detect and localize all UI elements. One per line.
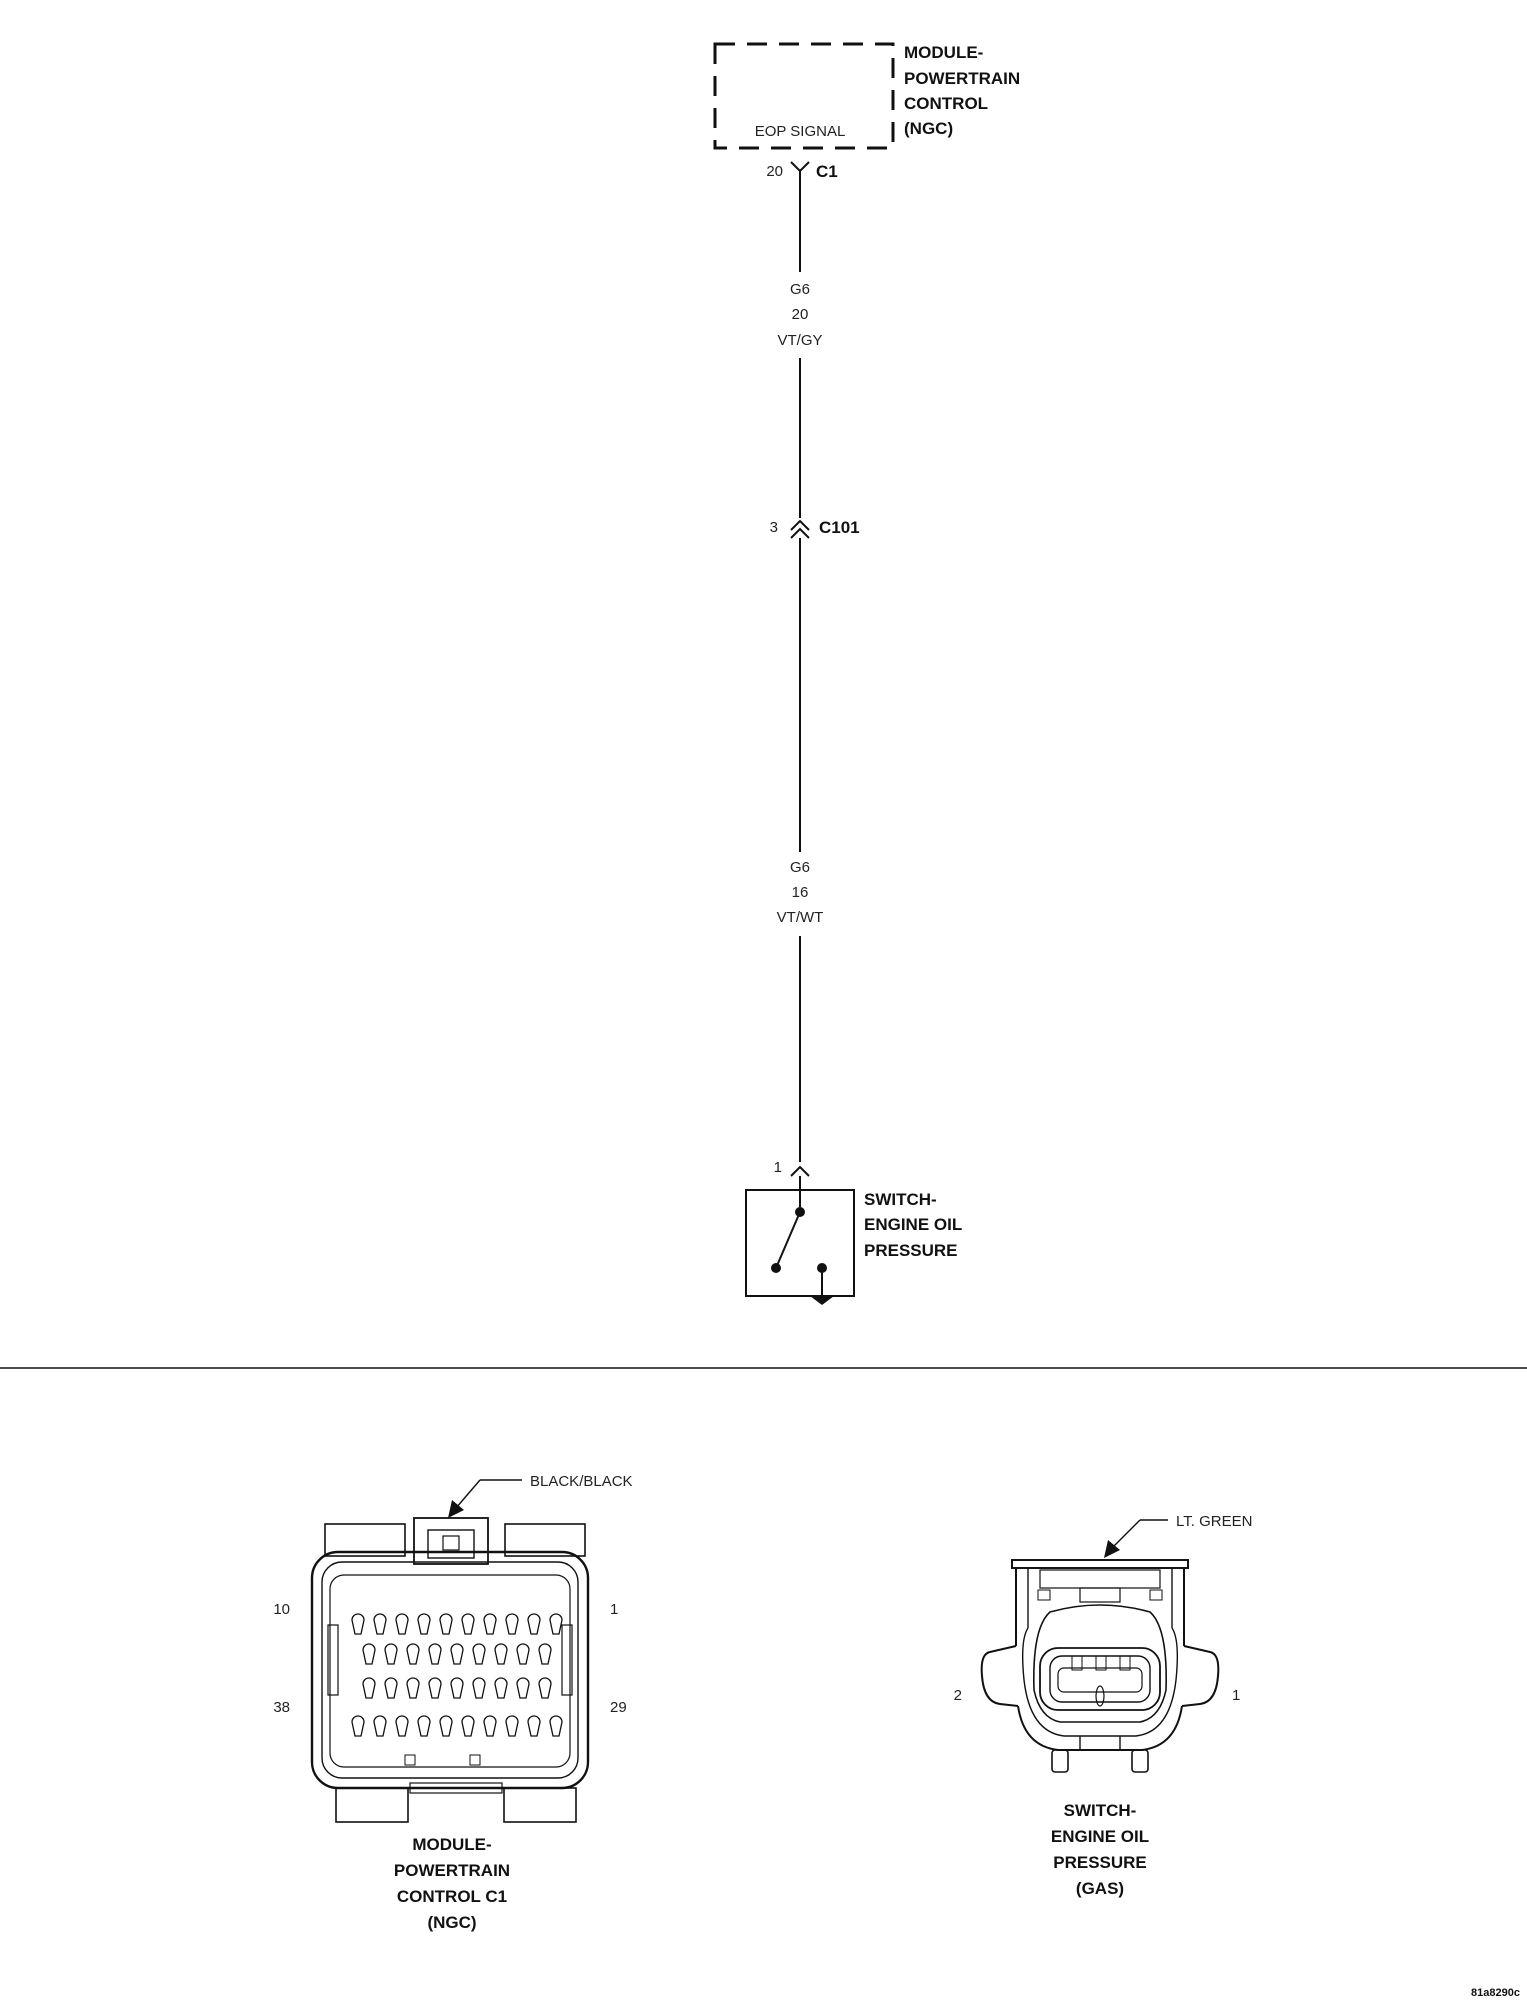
wire-lower-circuit: G6 — [790, 859, 810, 876]
wire-upper-gauge: 20 — [792, 306, 809, 323]
wire-upper-label: G6 20 VT/GY — [777, 281, 822, 349]
wire-upper-circuit: G6 — [790, 281, 810, 298]
eop-signal-label: EOP SIGNAL — [755, 123, 846, 140]
module-name-line-4: (NGC) — [904, 119, 953, 138]
module-pin-number: 20 — [766, 163, 783, 180]
module-powertrain-control: EOP SIGNAL MODULE- POWERTRAIN CONTROL (N… — [713, 42, 1020, 150]
switch-name-line-2: ENGINE OIL — [864, 1215, 962, 1234]
pcm-pin-label-top-right: 1 — [610, 1601, 618, 1618]
switch-connector-name-line-3: PRESSURE — [1053, 1853, 1147, 1872]
pcm-pin-label-top-left: 10 — [273, 1601, 290, 1618]
module-name-line-1: MODULE- — [904, 43, 983, 62]
connector-switch-face: LT. GREEN 2 1 SWITCH- ENGINE OIL PRESSUR… — [954, 1513, 1253, 1898]
switch-contact-icon — [775, 1211, 801, 1269]
callout-arrow-icon — [448, 1500, 464, 1518]
wire-upper-color: VT/GY — [777, 332, 822, 349]
c101-id: C101 — [819, 518, 860, 537]
pcm-connector-color: BLACK/BLACK — [530, 1473, 633, 1490]
pcm-connector-name-line-1: MODULE- — [412, 1835, 491, 1854]
figure-id: 81a8290c — [1471, 1987, 1520, 1999]
wire-lower-color: VT/WT — [777, 909, 824, 926]
wire-lower-gauge: 16 — [792, 884, 809, 901]
module-name-line-2: POWERTRAIN — [904, 69, 1020, 88]
connector-symbol-icon — [790, 519, 810, 531]
switch-connector-pin-right: 1 — [1232, 1687, 1240, 1704]
wire-lower-label: G6 16 VT/WT — [777, 859, 824, 926]
connector-pcm-c1-face: BLACK/BLACK — [273, 1473, 632, 1932]
switch-name-line-3: PRESSURE — [864, 1241, 958, 1260]
switch-connector-name-line-4: (GAS) — [1076, 1879, 1124, 1898]
pcm-pin-row-1 — [351, 1613, 563, 1635]
module-connector-c1: 20 C1 — [766, 161, 838, 181]
connector-symbol-icon — [790, 1165, 810, 1177]
module-name-line-3: CONTROL — [904, 94, 988, 113]
pcm-connector-name-line-3: CONTROL C1 — [397, 1887, 507, 1906]
pcm-pin-row-3 — [362, 1677, 552, 1699]
connector-symbol-icon — [790, 527, 810, 539]
module-connector-id: C1 — [816, 162, 838, 181]
switch-connector-name-line-1: SWITCH- — [1064, 1801, 1137, 1820]
switch-connector-name-line-2: ENGINE OIL — [1051, 1827, 1149, 1846]
switch-connector-pin: 1 — [774, 1159, 810, 1177]
pcm-pin-label-bottom-left: 38 — [273, 1699, 290, 1716]
pcm-pin-row-2 — [362, 1643, 552, 1665]
switch-name-line-1: SWITCH- — [864, 1190, 937, 1209]
inline-connector-c101: 3 C101 — [770, 518, 860, 539]
switch-engine-oil-pressure: SWITCH- ENGINE OIL PRESSURE — [745, 1176, 962, 1305]
pcm-pin-row-4 — [351, 1715, 563, 1737]
connector-symbol-icon — [790, 161, 810, 173]
switch-connector-pin-left: 2 — [954, 1687, 962, 1704]
callout-arrow-icon — [1104, 1540, 1120, 1558]
pcm-pin-label-bottom-right: 29 — [610, 1699, 627, 1716]
c101-pin-number: 3 — [770, 519, 778, 536]
ground-icon — [810, 1296, 834, 1305]
pcm-connector-name-line-4: (NGC) — [427, 1913, 476, 1932]
switch-pin-number: 1 — [774, 1159, 782, 1176]
pcm-connector-name-line-2: POWERTRAIN — [394, 1861, 510, 1880]
switch-connector-color: LT. GREEN — [1176, 1513, 1252, 1530]
